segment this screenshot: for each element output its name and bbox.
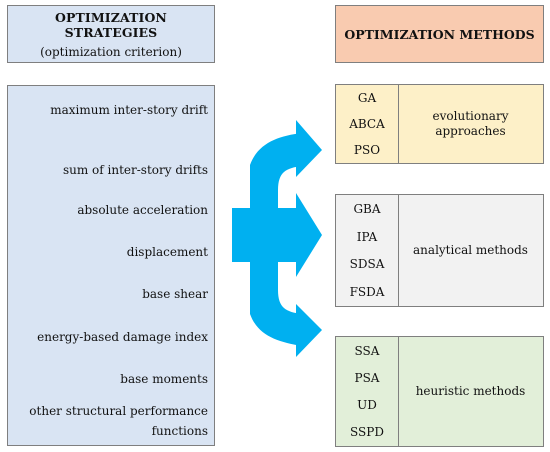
method-item: SSPD <box>350 425 384 440</box>
group-label-text: analytical methods <box>413 243 528 257</box>
strategies-header: OPTIMIZATION STRATEGIES (optimization cr… <box>7 5 215 63</box>
method-item: SSA <box>354 343 380 358</box>
criterion-item: absolute acceleration <box>77 203 208 217</box>
group-heuristic: SSA PSA UD SSPD heuristic methods <box>335 336 544 447</box>
arrow-group <box>232 120 322 357</box>
arrow-head-heuristic <box>296 304 322 357</box>
criterion-item: displacement <box>126 245 208 259</box>
arrow-head-evolutionary <box>296 120 322 177</box>
method-item: SDSA <box>349 257 385 272</box>
method-item: IPA <box>356 229 378 244</box>
group-label: analytical methods <box>398 195 543 306</box>
criteria-box: maximum inter-story drift sum of inter-s… <box>7 85 215 446</box>
criterion-item: sum of inter-story drifts <box>62 163 208 177</box>
criterion-item: base shear <box>142 287 208 301</box>
method-item: ABCA <box>349 117 385 131</box>
group-analytical: GBA IPA SDSA FSDA analytical methods <box>335 194 544 307</box>
group-evolutionary: GA ABCA PSO evolutionary approaches <box>335 84 544 164</box>
methods-title: OPTIMIZATION METHODS <box>344 26 535 42</box>
group-label-text: heuristic methods <box>415 384 526 398</box>
method-item: GA <box>357 91 377 105</box>
strategies-subtitle: (optimization criterion) <box>40 44 182 59</box>
method-list: GBA IPA SDSA FSDA <box>336 195 399 306</box>
criterion-item: functions <box>151 424 208 438</box>
criterion-item: base moments <box>120 372 208 386</box>
method-item: GBA <box>353 201 381 216</box>
method-list: SSA PSA UD SSPD <box>336 337 399 446</box>
method-list: GA ABCA PSO <box>336 85 399 163</box>
group-label: evolutionary approaches <box>398 85 543 163</box>
group-label-text: evolutionary approaches <box>432 109 509 138</box>
methods-header: OPTIMIZATION METHODS <box>335 5 544 63</box>
criterion-item: maximum inter-story drift <box>50 103 208 117</box>
criterion-item: energy-based damage index <box>37 330 208 344</box>
method-item: PSO <box>353 143 381 157</box>
method-item: PSA <box>354 370 380 385</box>
method-item: FSDA <box>349 285 385 300</box>
criterion-item: other structural performance <box>29 404 208 418</box>
strategies-title: OPTIMIZATION STRATEGIES <box>55 9 167 40</box>
arrow-middle-analytical <box>232 193 322 277</box>
method-item: UD <box>357 398 377 413</box>
group-label: heuristic methods <box>398 337 543 446</box>
